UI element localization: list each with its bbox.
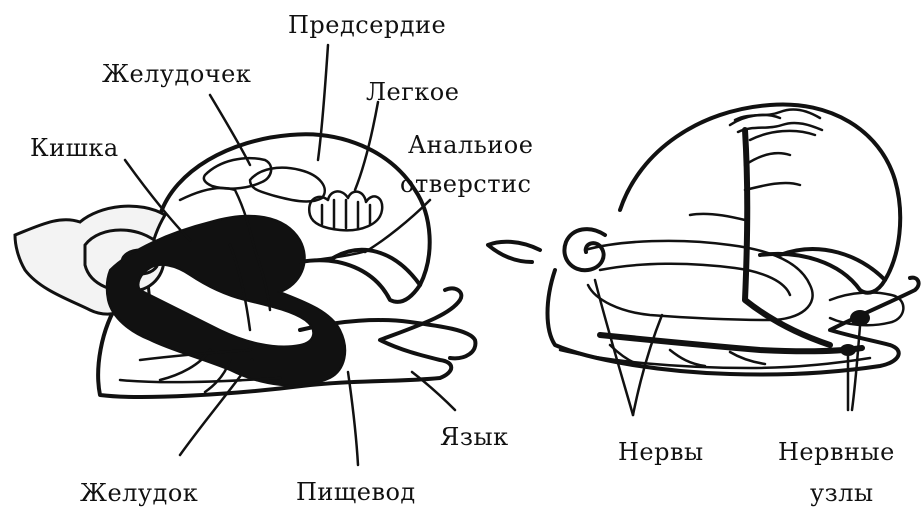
label-intestine: Кишка xyxy=(30,134,119,162)
label-ganglia-line2: узлы xyxy=(810,479,874,507)
leader-nerves-a xyxy=(595,280,633,415)
leader-stomach xyxy=(180,360,252,455)
right-shell-nerves xyxy=(690,115,815,220)
left-lung-ridges xyxy=(322,200,370,228)
label-atrium: Предсердие xyxy=(288,11,446,39)
label-lung: Легкое xyxy=(366,78,459,106)
right-top-organ xyxy=(735,110,822,132)
label-ventricle: Желудочек xyxy=(102,60,251,88)
right-ganglion-head xyxy=(850,310,870,326)
leader-esophagus xyxy=(348,372,358,465)
label-ganglia-line1: Нервные xyxy=(778,438,895,466)
label-tongue: Язык xyxy=(440,423,509,451)
right-spiral-outer xyxy=(488,242,540,262)
label-anal-opening-line1: Анальиое xyxy=(408,131,533,159)
right-visceral-tube-inner xyxy=(600,264,790,295)
label-stomach: Желудок xyxy=(80,479,198,507)
left-heart-ventricle xyxy=(204,158,271,189)
label-anal-opening-line2: отверстис xyxy=(400,170,531,198)
label-nerves: Нервы xyxy=(618,438,704,466)
left-snail-figure xyxy=(15,45,475,465)
leader-atrium xyxy=(318,45,328,160)
label-esophagus: Пищевод xyxy=(296,478,416,506)
leader-anal-opening xyxy=(365,200,430,252)
right-snail-figure xyxy=(488,104,919,415)
left-heart-atrium xyxy=(250,168,325,202)
